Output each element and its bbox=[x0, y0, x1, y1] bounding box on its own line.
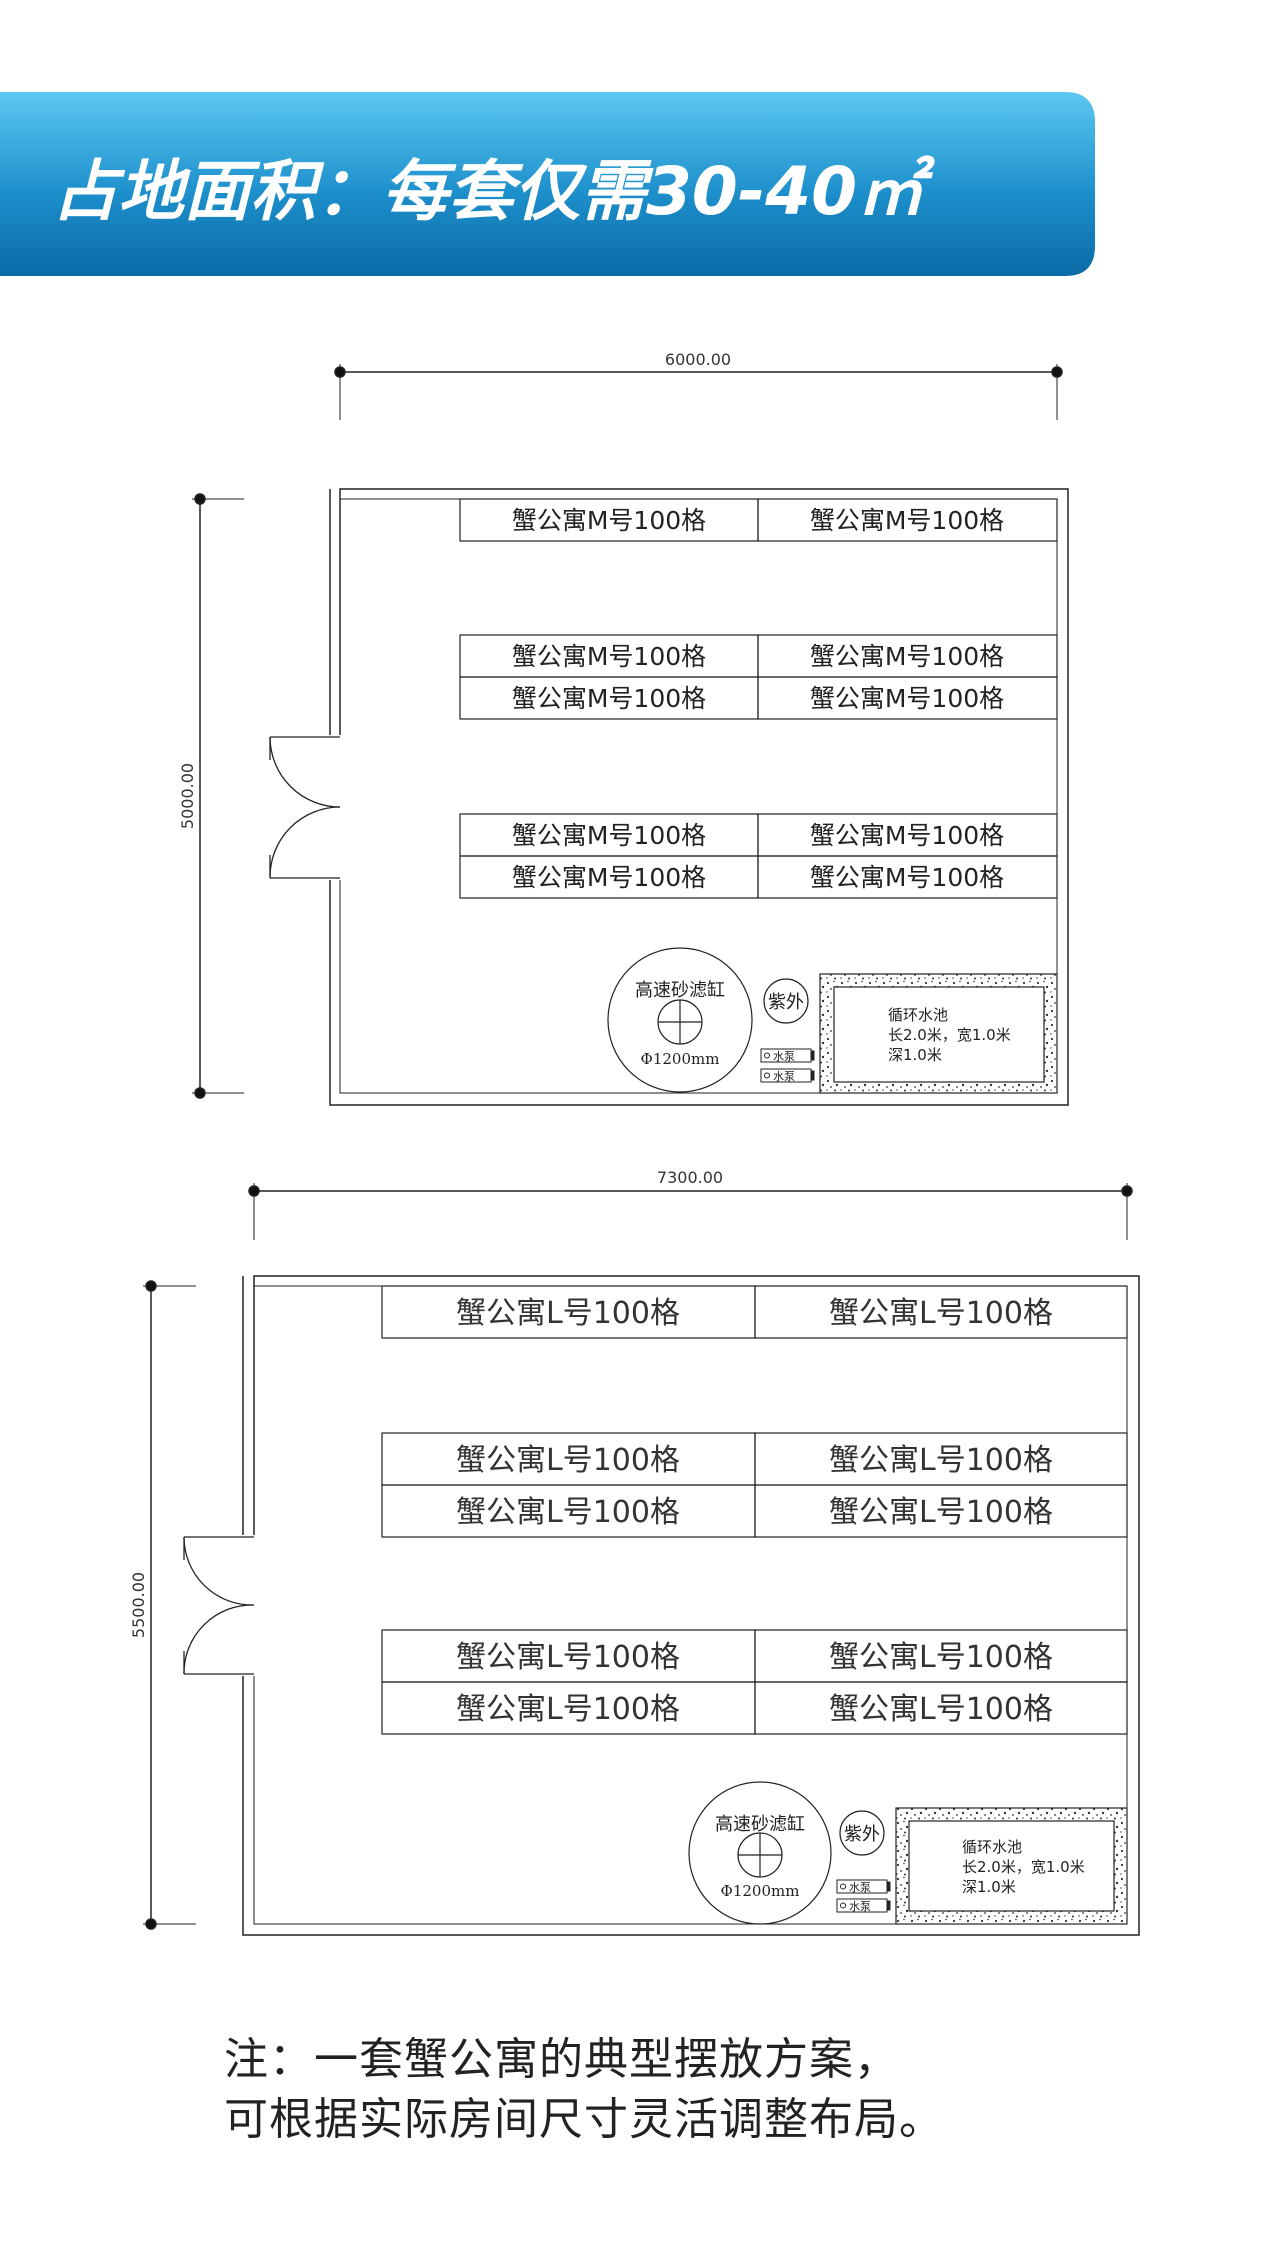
cabinet-label: 蟹公寓M号100格 bbox=[810, 642, 1004, 671]
cabinet bbox=[754, 1285, 1128, 1339]
plan-l-circulation-pool: 循环水池 长2.0米，宽1.0米 深1.0米 bbox=[895, 1807, 1128, 1925]
cabinet-label: 蟹公寓L号100格 bbox=[456, 1296, 680, 1331]
plan-l-pumps: 水泵 水泵 bbox=[836, 1879, 891, 1913]
pool-title: 循环水池 bbox=[888, 1006, 948, 1024]
plan-m: 6000.00 5000.00 bbox=[178, 350, 1069, 1106]
cabinet bbox=[754, 1484, 1128, 1538]
pool-size-line2: 深1.0米 bbox=[962, 1878, 1016, 1896]
cabinet-label: 蟹公寓L号100格 bbox=[456, 1692, 680, 1727]
cabinet-label: 蟹公寓L号100格 bbox=[456, 1640, 680, 1675]
cabinet bbox=[757, 676, 1058, 720]
plan-m-door bbox=[269, 736, 341, 879]
cabinet-label: 蟹公寓M号100格 bbox=[810, 684, 1004, 713]
cabinet-label: 蟹公寓L号100格 bbox=[829, 1443, 1053, 1478]
pump-label: 水泵 bbox=[849, 1881, 871, 1894]
cabinet-label: 蟹公寓L号100格 bbox=[829, 1692, 1053, 1727]
cabinet-label: 蟹公寓M号100格 bbox=[512, 684, 706, 713]
layout-note: 注：一套蟹公寓的典型摆放方案， 可根据实际房间尺寸灵活调整布局。 bbox=[224, 2030, 944, 2150]
banner-background bbox=[0, 92, 1095, 276]
plan-l-door bbox=[183, 1536, 255, 1675]
pool-size-line2: 深1.0米 bbox=[888, 1046, 942, 1064]
header-banner: 占地面积：每套仅需30-40㎡ bbox=[0, 92, 1095, 276]
cabinet-label: 蟹公寓M号100格 bbox=[810, 506, 1004, 535]
cabinet bbox=[757, 498, 1058, 542]
note-line-1: 注：一套蟹公寓的典型摆放方案， bbox=[224, 2034, 899, 2085]
plan-m-width-label: 6000.00 bbox=[665, 350, 731, 369]
plan-m-uv-lamp: 紫外 bbox=[763, 978, 809, 1024]
cabinet-label: 蟹公寓L号100格 bbox=[829, 1296, 1053, 1331]
sand-filter-label: 高速砂滤缸 bbox=[635, 979, 725, 1001]
plan-m-circulation-pool: 循环水池 长2.0米，宽1.0米 深1.0米 bbox=[819, 973, 1058, 1094]
pump-label: 水泵 bbox=[849, 1900, 871, 1913]
plan-m-height-dimension: 5000.00 bbox=[178, 493, 244, 1099]
cabinet bbox=[757, 855, 1058, 899]
plan-m-cabinets bbox=[459, 498, 1058, 899]
pool-size-line1: 长2.0米，宽1.0米 bbox=[888, 1026, 1011, 1044]
cabinet-label: 蟹公寓M号100格 bbox=[512, 642, 706, 671]
cabinet-label: 蟹公寓M号100格 bbox=[810, 863, 1004, 892]
sand-filter-size: Φ1200mm bbox=[721, 1882, 800, 1900]
plan-l: 7300.00 5500.00 bbox=[129, 1168, 1140, 1936]
banner-title: 占地面积：每套仅需30-40㎡ bbox=[52, 153, 936, 230]
pump-label: 水泵 bbox=[773, 1070, 795, 1083]
plan-l-width-label: 7300.00 bbox=[657, 1168, 723, 1187]
plan-m-cabinet-labels: 蟹公寓M号100格 蟹公寓M号100格 蟹公寓M号100格 蟹公寓M号100格 … bbox=[512, 506, 1004, 892]
note-line-2: 可根据实际房间尺寸灵活调整布局。 bbox=[224, 2094, 944, 2145]
plan-l-cabinet-labels: 蟹公寓L号100格 蟹公寓L号100格 蟹公寓L号100格 蟹公寓L号100格 … bbox=[456, 1296, 1053, 1727]
uv-label: 紫外 bbox=[768, 992, 804, 1013]
plan-l-cabinets bbox=[381, 1285, 1128, 1735]
cabinet-label: 蟹公寓M号100格 bbox=[512, 863, 706, 892]
plan-m-width-dimension: 6000.00 bbox=[334, 350, 1063, 420]
sand-filter-label: 高速砂滤缸 bbox=[715, 1813, 805, 1835]
plan-l-sand-filter: 高速砂滤缸 Φ1200mm bbox=[688, 1781, 832, 1925]
pump-label: 水泵 bbox=[773, 1050, 795, 1063]
sand-filter-size: Φ1200mm bbox=[641, 1050, 720, 1068]
cabinet-label: 蟹公寓L号100格 bbox=[829, 1495, 1053, 1530]
pool-title: 循环水池 bbox=[962, 1838, 1022, 1856]
plan-l-height-label: 5500.00 bbox=[129, 1572, 148, 1638]
cabinet-label: 蟹公寓M号100格 bbox=[512, 821, 706, 850]
plan-l-width-dimension: 7300.00 bbox=[248, 1168, 1133, 1240]
plan-m-height-label: 5000.00 bbox=[178, 763, 197, 829]
cabinet-label: 蟹公寓L号100格 bbox=[456, 1443, 680, 1478]
floor-plans: 6000.00 5000.00 bbox=[129, 350, 1140, 1936]
uv-label: 紫外 bbox=[844, 1824, 880, 1845]
plan-m-pumps: 水泵 水泵 bbox=[760, 1048, 815, 1083]
plan-l-height-dimension: 5500.00 bbox=[129, 1280, 196, 1930]
cabinet-label: 蟹公寓L号100格 bbox=[829, 1640, 1053, 1675]
cabinet bbox=[754, 1681, 1128, 1735]
cabinet-label: 蟹公寓M号100格 bbox=[810, 821, 1004, 850]
plan-m-sand-filter: 高速砂滤缸 Φ1200mm bbox=[607, 947, 753, 1093]
cabinet-label: 蟹公寓L号100格 bbox=[456, 1495, 680, 1530]
cabinet-label: 蟹公寓M号100格 bbox=[512, 506, 706, 535]
pool-size-line1: 长2.0米，宽1.0米 bbox=[962, 1858, 1085, 1876]
plan-l-uv-lamp: 紫外 bbox=[839, 1810, 885, 1856]
